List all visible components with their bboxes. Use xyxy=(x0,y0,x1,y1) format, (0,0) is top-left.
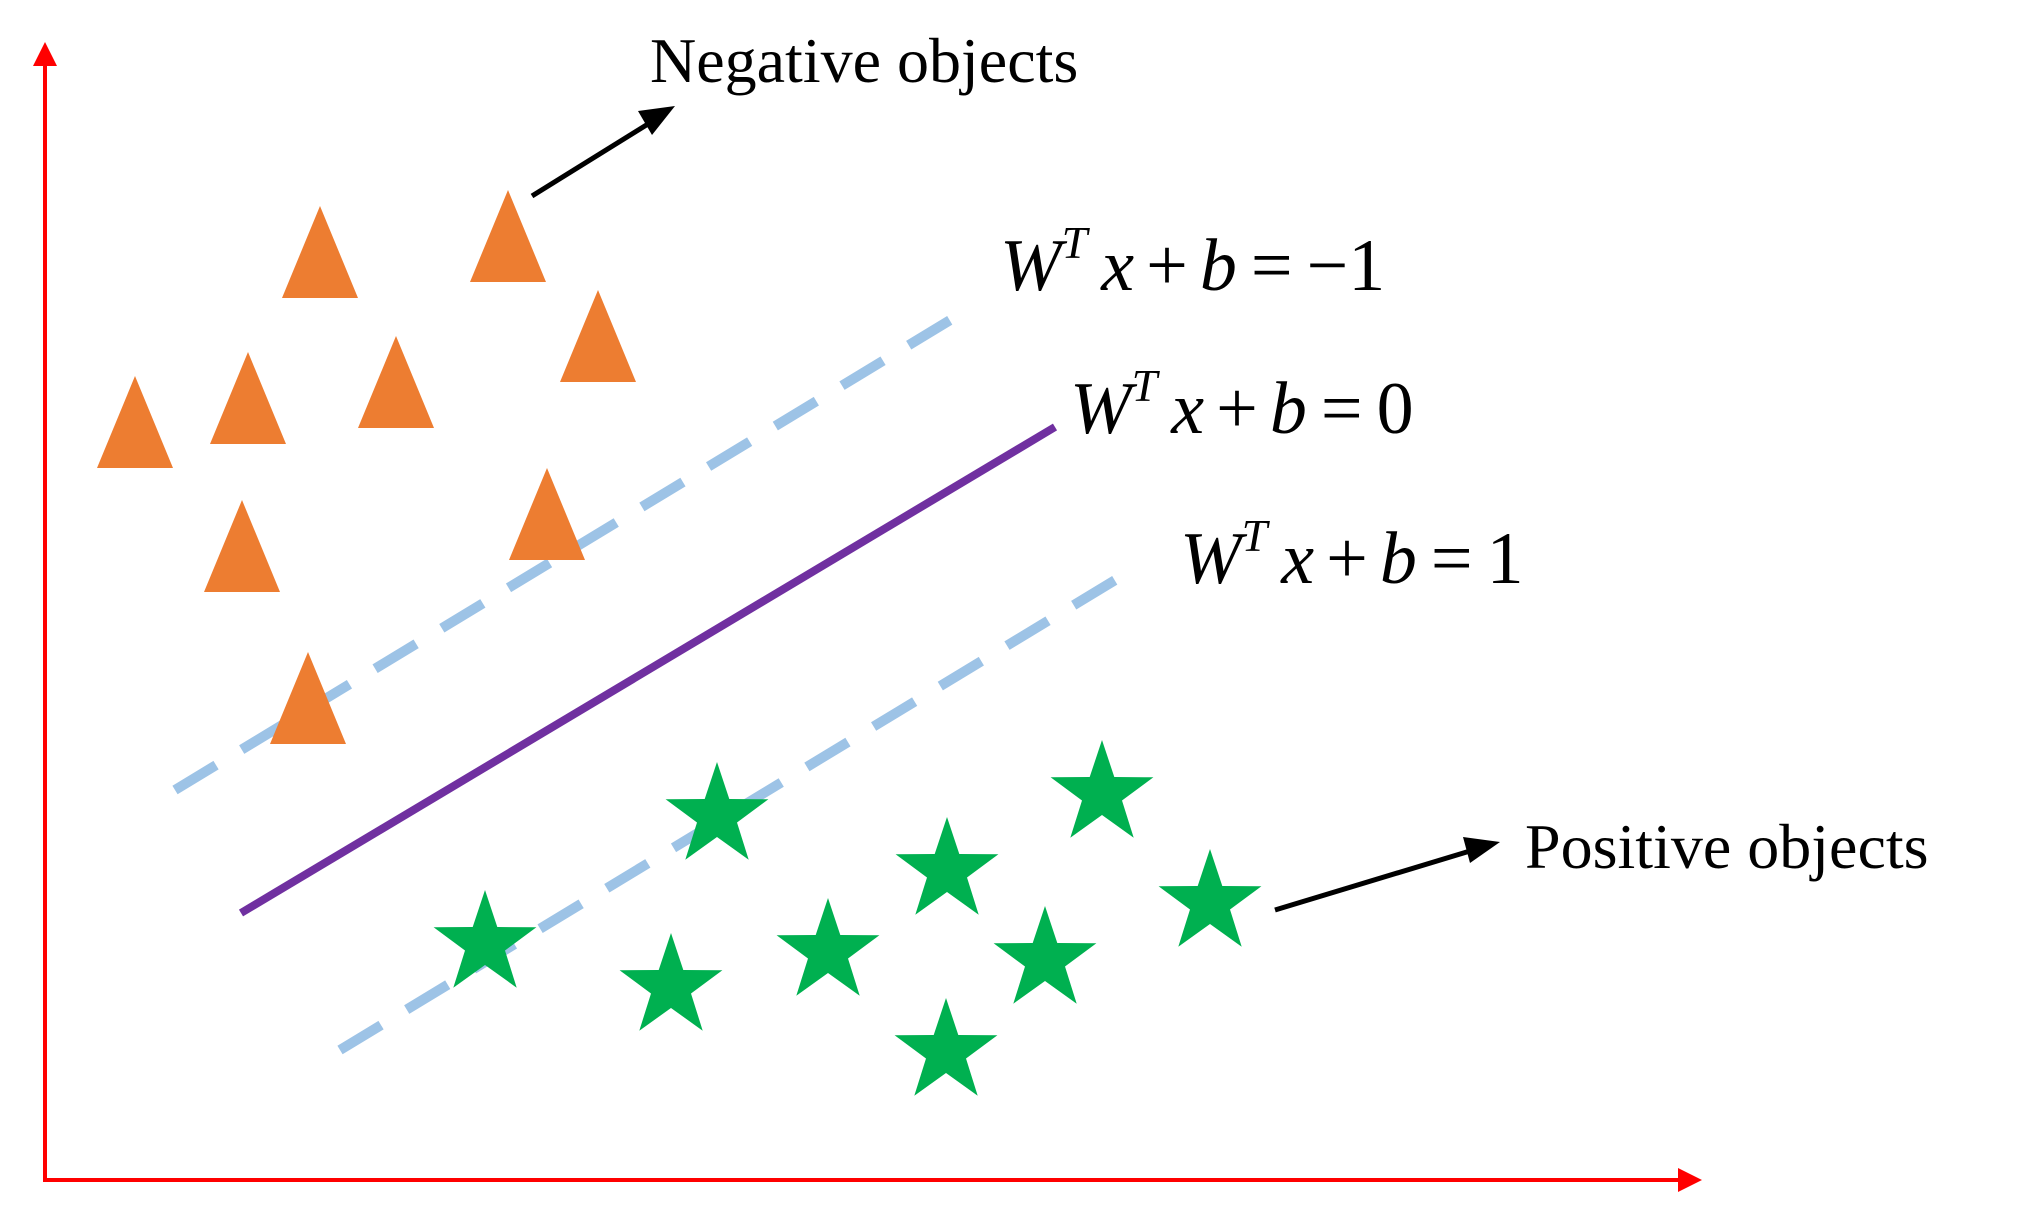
eq-middle-x: x xyxy=(1170,368,1204,450)
x-axis-arrowhead xyxy=(1678,1168,1702,1192)
eq-lower-b: b xyxy=(1380,518,1417,600)
triangle-icon xyxy=(97,376,173,468)
positive-pointer-arrow xyxy=(1274,837,1500,913)
star-icon xyxy=(619,933,723,1031)
eq-lower-w: W xyxy=(1180,518,1248,600)
eq-middle-eq: = xyxy=(1321,368,1363,450)
eq-upper-b: b xyxy=(1200,225,1237,307)
star-icon xyxy=(776,898,880,996)
eq-lower-rhs: 1 xyxy=(1487,518,1524,600)
negative-objects xyxy=(97,190,636,744)
triangle-icon xyxy=(509,468,585,560)
eq-lower-plus: + xyxy=(1326,518,1368,600)
positive-arrow-shaft xyxy=(1274,848,1471,913)
triangle-icon xyxy=(358,336,434,428)
star-icon xyxy=(665,762,769,860)
eq-upper-plus: + xyxy=(1146,225,1188,307)
eq-middle-rhs: 0 xyxy=(1377,368,1414,450)
eq-middle-sup: T xyxy=(1132,360,1161,411)
eq-lower-sup: T xyxy=(1242,510,1271,561)
triangle-icon xyxy=(270,652,346,744)
negative-objects-label: Negative objects xyxy=(650,25,1078,96)
star-icon xyxy=(895,817,999,915)
eq-upper-sup: T xyxy=(1062,217,1091,268)
eq-middle-plus: + xyxy=(1216,368,1258,450)
positive-objects-label: Positive objects xyxy=(1525,811,1929,882)
positive-objects xyxy=(433,740,1262,1096)
y-axis-arrowhead xyxy=(33,42,57,66)
eq-middle-w: W xyxy=(1070,368,1138,450)
triangle-icon xyxy=(282,206,358,298)
negative-pointer-arrow xyxy=(530,106,675,199)
negative-arrow-shaft xyxy=(530,121,650,199)
triangle-icon xyxy=(470,190,546,282)
triangle-icon xyxy=(560,290,636,382)
negative-arrowhead-icon xyxy=(638,106,675,135)
hyperplane-line xyxy=(238,423,1058,917)
eq-middle-b: b xyxy=(1270,368,1307,450)
star-icon xyxy=(433,890,537,988)
eq-upper-eq: = xyxy=(1251,225,1293,307)
star-icon xyxy=(993,906,1097,1004)
eq-upper-rhs: −1 xyxy=(1307,225,1386,307)
star-icon xyxy=(1050,740,1154,838)
eq-lower-eq: = xyxy=(1431,518,1473,600)
axes xyxy=(33,42,1702,1192)
triangle-icon xyxy=(210,352,286,444)
triangle-icon xyxy=(204,500,280,592)
eq-lower-x: x xyxy=(1280,518,1314,600)
positive-arrowhead-icon xyxy=(1463,837,1500,863)
eq-upper-x: x xyxy=(1100,225,1134,307)
star-icon xyxy=(1158,849,1262,947)
star-icon xyxy=(894,998,998,1096)
eq-upper-w: W xyxy=(1000,225,1068,307)
